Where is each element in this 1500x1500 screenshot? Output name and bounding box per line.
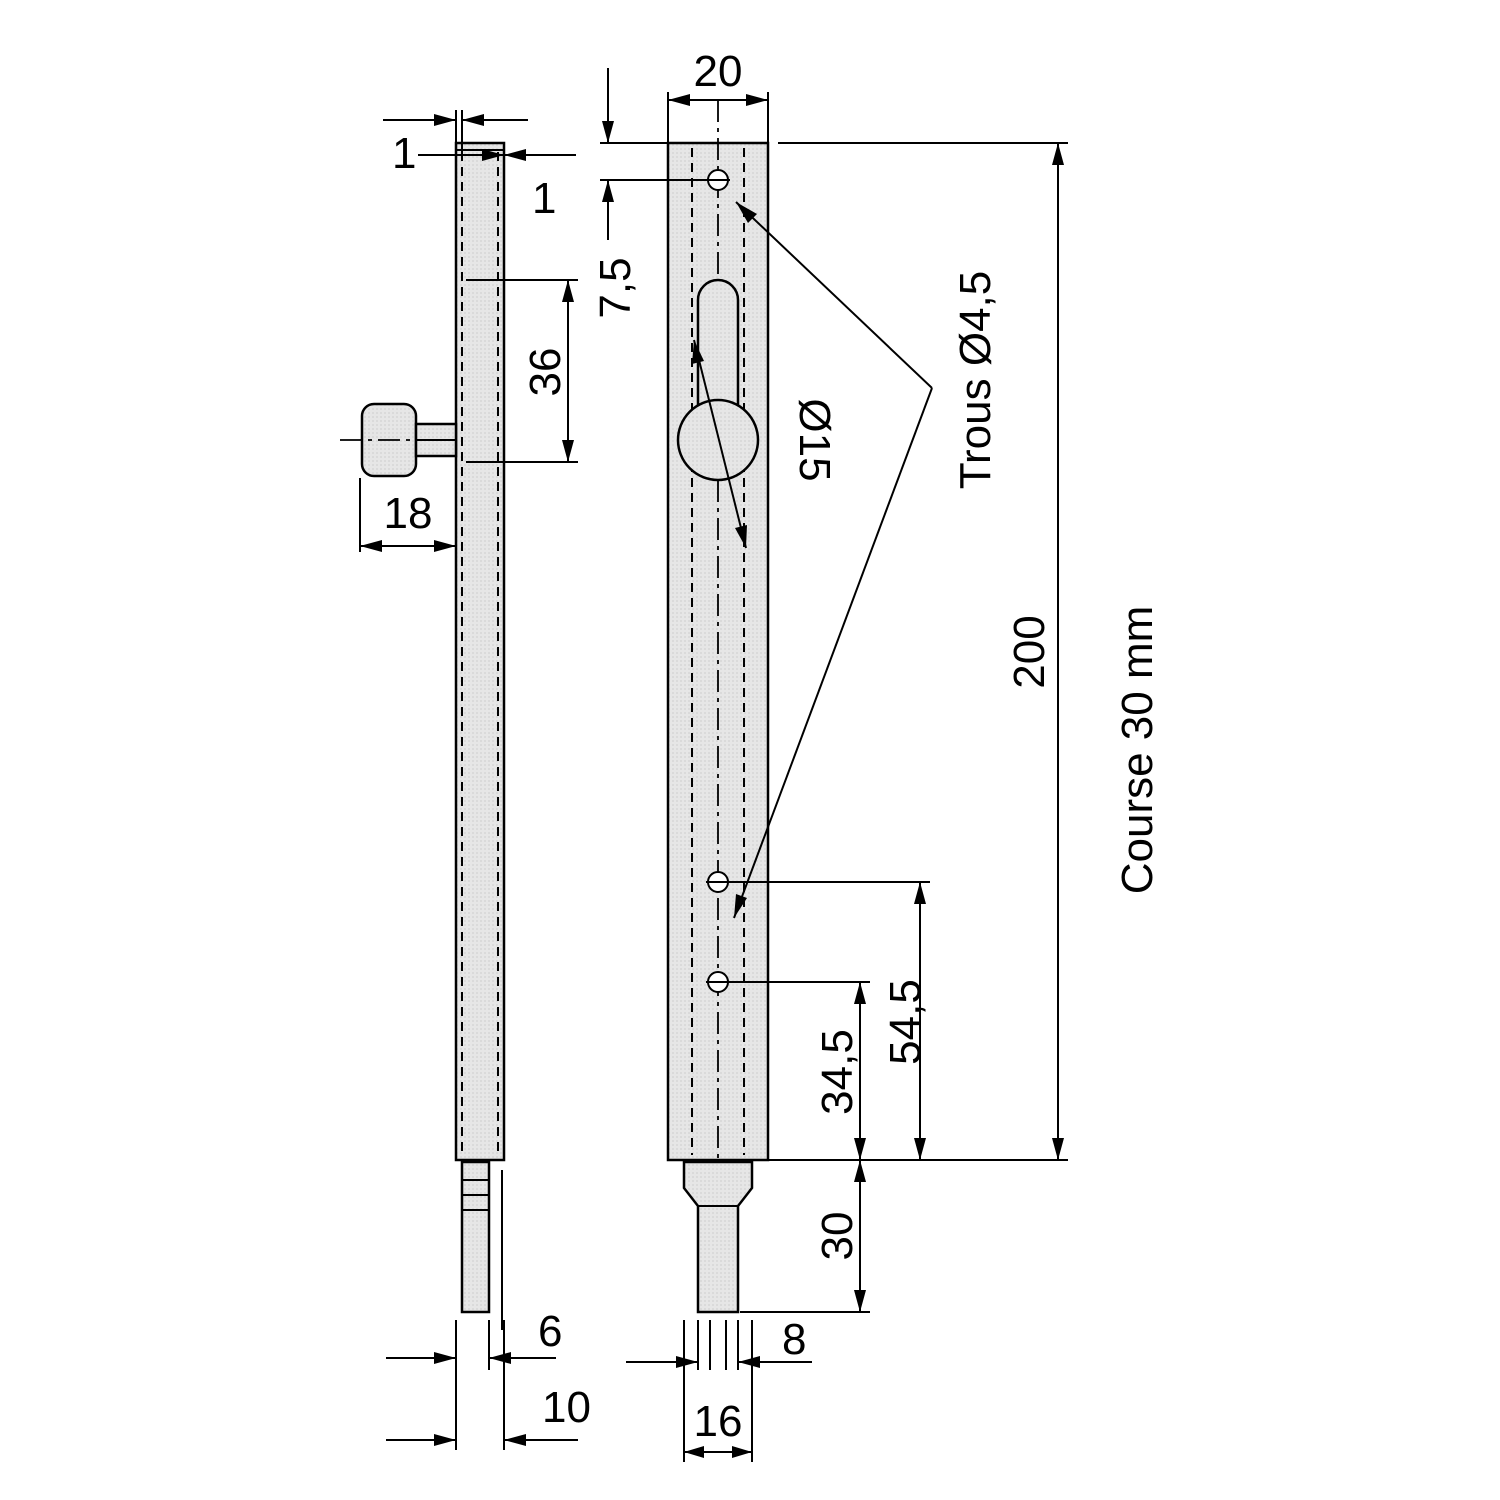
dim-bolt-16-label: 16 [694,1397,743,1446]
mounting-hole [706,169,730,191]
dim-total-10-label: 10 [542,1383,591,1432]
dim-bolt-8-label: 8 [782,1315,806,1364]
dim-34-5: 34,5 [730,981,870,1160]
dim-stroke-30: 30 [740,1160,870,1313]
dim-length-200: 200 [768,142,1068,1161]
dim-width-20-label: 20 [694,47,743,96]
side-knob [340,402,458,478]
dim-36: 36 [466,279,578,463]
dim-54-5-label: 54,5 [881,979,930,1065]
stroke-label: Course 30 mm [1113,606,1162,895]
front-view: Ø15 20 7,5 Trous Ø4,5 [591,47,1162,1462]
dim-36-label: 36 [521,348,570,397]
side-view: 1 1 36 18 [340,110,591,1450]
mounting-hole [706,971,730,993]
dim-knob-dia-label: Ø15 [790,398,839,481]
holes-label: Trous Ø4,5 [951,271,1000,489]
dim-knob-dia: Ø15 [692,339,839,549]
dim-first-hole: 7,5 [591,68,708,319]
side-bolt [460,1160,491,1314]
dim-54-5: 54,5 [730,881,930,1160]
knob-slot [696,278,740,422]
dim-length-200-label: 200 [1005,615,1054,688]
mounting-hole [706,871,730,893]
dim-first-hole-label: 7,5 [591,257,640,318]
dim-bolt-6: 6 [386,1307,562,1450]
dim-top-offset: 1 [383,110,528,178]
dim-bolt-8: 8 [626,1315,812,1370]
dim-knob: 18 [359,478,457,552]
side-housing [454,141,506,1162]
dim-knob-label: 18 [384,489,433,538]
dim-top-wall-label: 1 [532,174,556,223]
dim-total-10: 10 [386,1320,591,1450]
dim-top-offset-label: 1 [392,129,416,178]
holes-leader: Trous Ø4,5 [733,201,1000,919]
dim-34-5-label: 34,5 [813,1029,862,1115]
dim-width-20: 20 [667,47,769,143]
dim-stroke-30-label: 30 [813,1212,862,1261]
dim-bolt-6-label: 6 [538,1307,562,1356]
dim-top-wall: 1 [418,149,576,223]
front-bolt [682,1160,754,1314]
dim-bolt-16: 16 [683,1320,753,1462]
